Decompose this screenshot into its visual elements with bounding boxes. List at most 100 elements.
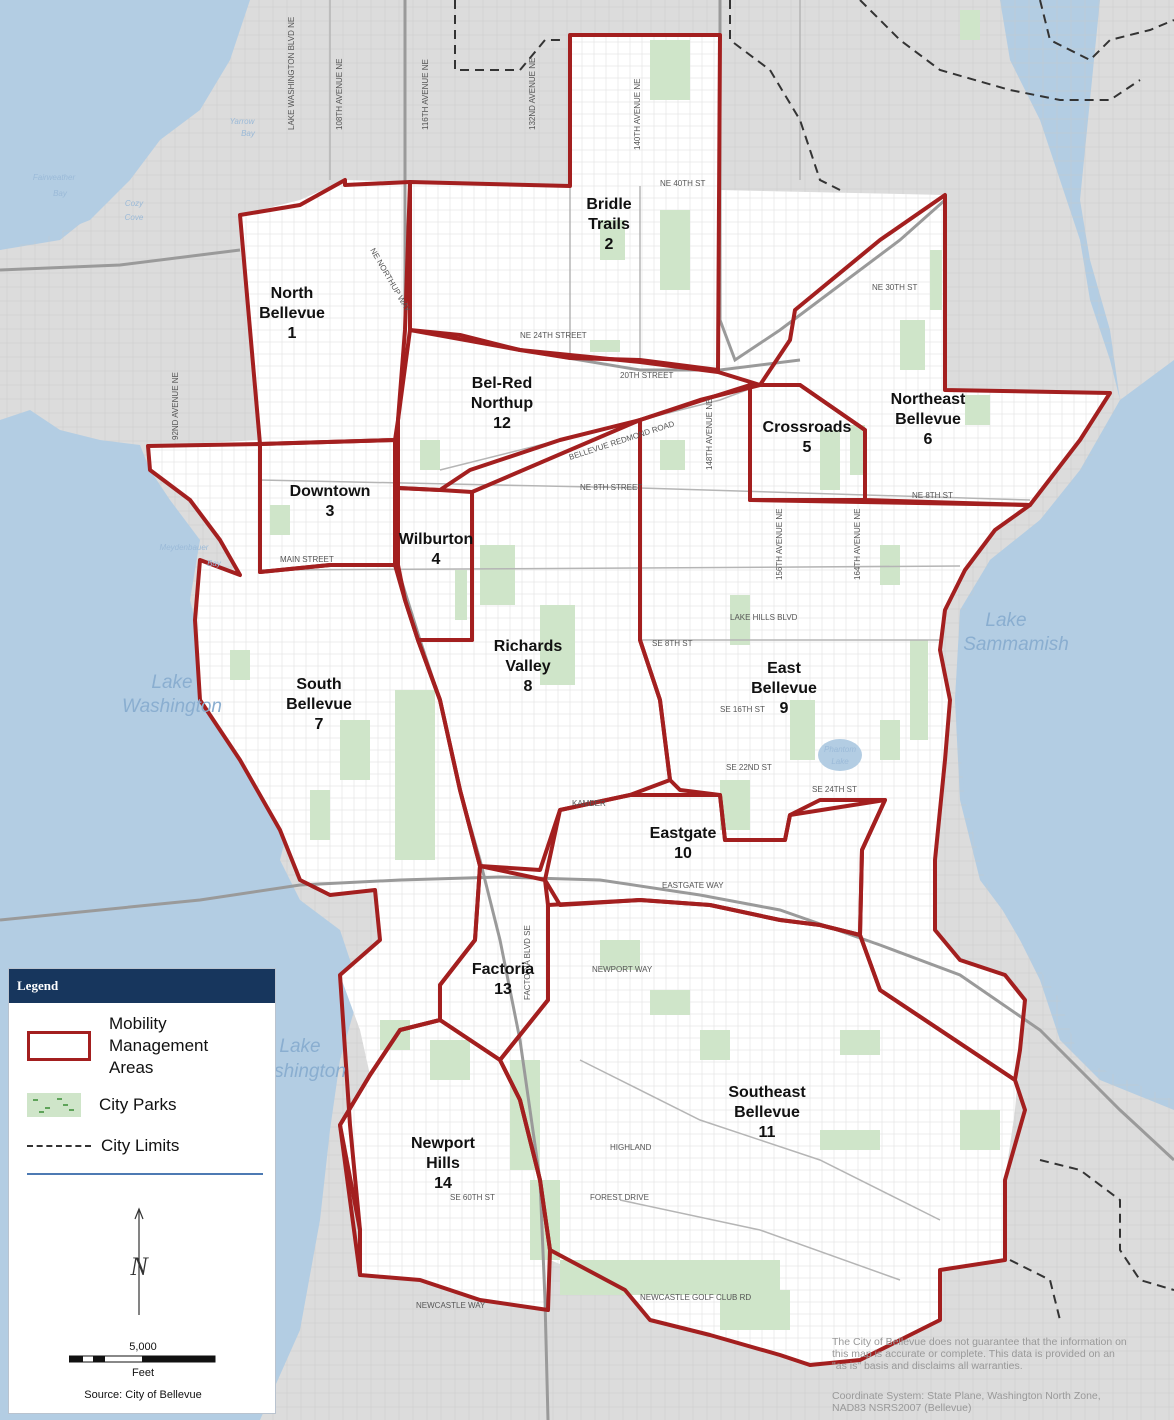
- water-label-meydenbauer-1: Meydenbauer: [160, 543, 209, 552]
- legend-mma-text: Mobility Management Areas: [109, 1013, 208, 1079]
- legend-mma-line-2: Management: [109, 1036, 209, 1055]
- disclaimer-line-3: "as is" basis and disclaims all warranti…: [832, 1360, 1023, 1372]
- street-92nd: 92ND AVENUE NE: [171, 372, 180, 440]
- area-8-name-line-2: Valley: [505, 658, 550, 675]
- area-10-name-line-1: Eastgate: [650, 825, 717, 842]
- water-label-cozy-2: Cove: [125, 213, 144, 222]
- area-1-number: 1: [288, 325, 297, 342]
- water-label-lake-sammamish-1: Lake: [985, 610, 1026, 631]
- water-label-phantom-1: Phantom: [824, 745, 856, 754]
- area-13-number: 13: [494, 981, 512, 998]
- area-6-name-line-2: Bellevue: [895, 411, 961, 428]
- area-9-name-line-2: Bellevue: [751, 680, 817, 697]
- legend-title: Legend: [9, 969, 275, 1003]
- area-1-name-line-1: North: [271, 285, 314, 302]
- street-se-60th: SE 60TH ST: [450, 1193, 495, 1202]
- scale-unit: Feet: [131, 1367, 154, 1379]
- legend-mma-line-3: Areas: [109, 1058, 154, 1077]
- street-eastgate-way: EASTGATE WAY: [662, 881, 724, 890]
- area-12-name-line-1: Bel-Red: [472, 375, 532, 392]
- city-limits: [454, 0, 1174, 1321]
- area-9-name-line-1: East: [767, 660, 801, 677]
- disclaimer-line-2: this map is accurate or complete. This d…: [832, 1348, 1115, 1360]
- disclaimer-line-1: The City of Bellevue does not guarantee …: [832, 1336, 1127, 1348]
- street-ne-8th: NE 8TH STREET: [580, 483, 642, 492]
- street-ne-30th: NE 30TH ST: [872, 283, 917, 292]
- street-kamber: KAMBER: [572, 799, 606, 808]
- water-labels: Lake Washington Lake shington Lake Samma…: [33, 117, 1069, 1082]
- area-6-number: 6: [924, 431, 933, 448]
- area-2-name-line-1: Bridle: [586, 196, 631, 213]
- street-140th: 140TH AVENUE NE: [633, 79, 642, 150]
- area-1-name-line-2: Bellevue: [259, 305, 325, 322]
- legend-parks-label: City Parks: [99, 1095, 177, 1114]
- area-boundary-14: [338, 1018, 552, 1312]
- area-2-number: 2: [605, 236, 614, 253]
- street-highland: HIGHLAND: [610, 1143, 652, 1152]
- street-newport-way: NEWPORT WAY: [592, 965, 653, 974]
- source-text: Source: City of Bellevue: [84, 1389, 202, 1401]
- area-7-number: 7: [315, 716, 324, 733]
- area-3-name-line-1: Downtown: [290, 483, 371, 500]
- street-108th: 108TH AVENUE NE: [335, 59, 344, 130]
- water-label-lake-washington-south-1: Lake: [279, 1036, 320, 1057]
- water-label-fairweather-1: Fairweather: [33, 173, 76, 182]
- water-label-cozy-1: Cozy: [125, 199, 144, 208]
- water-label-lake-sammamish-2: Sammamish: [963, 634, 1069, 655]
- legend-divider: [27, 1173, 263, 1175]
- area-7-name-line-1: South: [296, 676, 341, 693]
- street-ne-24th: NE 24TH STREET: [520, 331, 587, 340]
- water-label-yarrow-1: Yarrow: [230, 117, 256, 126]
- area-5-name-line-1: Crossroads: [763, 419, 852, 436]
- street-ne-40th: NE 40TH ST: [660, 179, 705, 188]
- legend-item-limits: City Limits: [27, 1135, 179, 1157]
- area-8-name-line-1: Richards: [494, 638, 563, 655]
- area-11-name-line-2: Bellevue: [734, 1104, 800, 1121]
- street-132nd: 132ND AVENUE NE: [528, 58, 537, 130]
- street-main: MAIN STREET: [280, 555, 334, 564]
- area-9-number: 9: [780, 700, 789, 717]
- disclaimer-text: The City of Bellevue does not guarantee …: [832, 1336, 1127, 1372]
- area-13-name-line-1: Factoria: [472, 961, 534, 978]
- mma-boundaries: [146, 33, 1112, 1367]
- street-forest-drive: FOREST DRIVE: [590, 1193, 649, 1202]
- coordinate-system-text: Coordinate System: State Plane, Washingt…: [832, 1390, 1101, 1414]
- area-10-number: 10: [674, 845, 692, 862]
- street-se-24th: SE 24TH ST: [812, 785, 857, 794]
- water-label-yarrow-2: Bay: [241, 129, 256, 138]
- area-labels: NorthBellevue1BridleTrails2Downtown3Wilb…: [259, 196, 966, 1192]
- street-20th: 20TH STREET: [620, 371, 673, 380]
- area-14-name-line-2: Hills: [426, 1155, 460, 1172]
- area-7-name-line-2: Bellevue: [286, 696, 352, 713]
- area-11-number: 11: [759, 1124, 776, 1141]
- street-156th: 156TH AVENUE NE: [775, 509, 784, 580]
- street-newcastle-golf: NEWCASTLE GOLF CLUB RD: [640, 1293, 751, 1302]
- area-boundary-6: [758, 193, 1112, 507]
- north-arrow-icon: N: [129, 1207, 149, 1315]
- water-label-lake-washington-1: Lake: [151, 672, 192, 693]
- lake-washington-north: [0, 0, 250, 250]
- street-148th: 148TH AVENUE NE: [705, 399, 714, 470]
- scale-value: 5,000: [129, 1341, 157, 1353]
- water-label-lake-washington-2: Washington: [122, 696, 222, 717]
- street-lake-wash-blvd: LAKE WASHINGTON BLVD NE: [287, 17, 296, 130]
- legend-panel: Legend Mobility Management Areas City Pa…: [8, 968, 276, 1414]
- area-5-number: 5: [803, 439, 812, 456]
- coord-line-1: Coordinate System: State Plane, Washingt…: [832, 1390, 1101, 1402]
- area-2-name-line-2: Trails: [588, 216, 630, 233]
- water-label-lake-washington-south-2: shington: [274, 1061, 346, 1082]
- coord-line-2: NAD83 NSRS2007 (Bellevue): [832, 1402, 972, 1414]
- limit-swatch: [27, 1145, 91, 1147]
- legend-item-parks: City Parks: [27, 1093, 176, 1117]
- area-3-number: 3: [326, 503, 335, 520]
- north-letter: N: [129, 1252, 149, 1281]
- phantom-lake: [818, 739, 862, 771]
- legend-item-mma: Mobility Management Areas: [27, 1013, 208, 1079]
- area-12-name-line-2: Northup: [471, 395, 533, 412]
- lake-sammamish: [955, 360, 1174, 1100]
- legend-mma-line-1: Mobility: [109, 1014, 167, 1033]
- mma-swatch: [27, 1031, 91, 1061]
- scale-bar: [69, 1355, 216, 1363]
- area-6-name-line-1: Northeast: [891, 391, 966, 408]
